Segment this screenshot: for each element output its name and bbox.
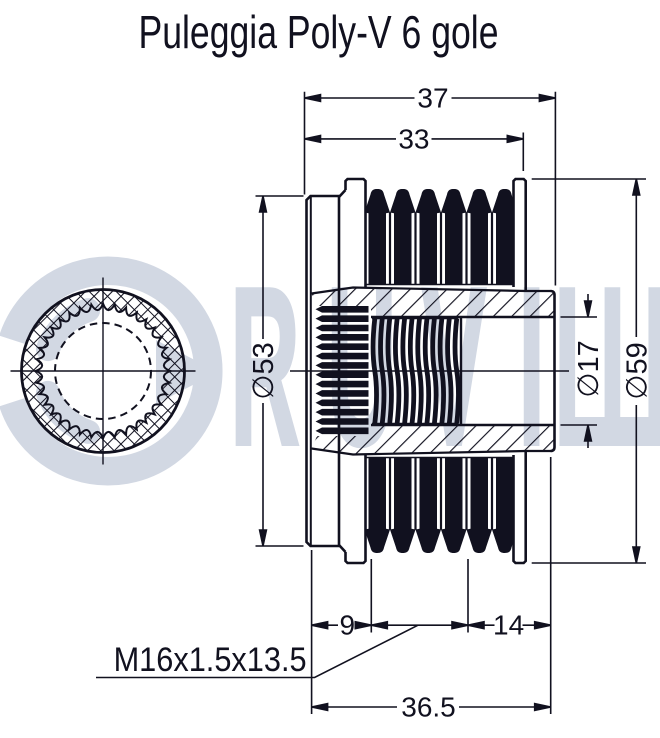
dimension-arrow [258, 529, 268, 547]
thread-crest [418, 319, 422, 424]
dimension-arrow [632, 546, 641, 564]
spline-bar [315, 362, 369, 369]
thread-envelope [372, 317, 458, 425]
dimension-arrow [354, 620, 373, 630]
dim-chain-bottom: 9 14 [310, 457, 552, 714]
hub-shoulder-top [311, 286, 551, 295]
dimension-arrow [451, 620, 469, 630]
dimension-arrow [538, 93, 557, 103]
dim-belt-width-value: 33 [398, 123, 429, 154]
bore-lines [371, 315, 555, 427]
front-view-spline-teeth [32, 300, 174, 442]
dim-spline-length-value: 9 [340, 610, 356, 641]
dimension-arrow [632, 178, 641, 196]
dimension-arrow [533, 620, 552, 630]
front-view [10, 277, 196, 465]
shoulder-slants [338, 189, 347, 553]
spline-bar [315, 390, 369, 397]
hub-hatch-top [311, 287, 555, 317]
dim-bore-diameter-value: ∅17 [573, 340, 605, 398]
hub-shoulder-bottom [311, 447, 551, 456]
dim-total-length-value: 36.5 [401, 692, 456, 723]
thread-crest [403, 319, 407, 424]
dimension-arrow [303, 134, 322, 144]
dimension-arrow [258, 195, 268, 213]
extension-lines [303, 91, 557, 286]
dimension-arrow [310, 620, 329, 630]
dimensions: 37 33 ∅53 ∅59 ∅17 [96, 83, 653, 723]
drawing-title: Puleggia Poly-V 6 gole [139, 6, 499, 58]
flange-left [344, 177, 367, 565]
spline-bar [315, 399, 369, 407]
spline-bar [315, 408, 369, 416]
spline-bar [315, 315, 369, 322]
dimension-arrow [506, 134, 525, 144]
dim-hub-diameter-value: ∅53 [248, 342, 280, 400]
dim-outer-diameter-value: ∅59 [621, 342, 653, 400]
spline-bar [315, 418, 369, 425]
front-view-dashed-circle [54, 322, 152, 420]
spline-bar [315, 324, 369, 332]
thread-crest [410, 319, 414, 424]
dim-outer-diameter: ∅59 [531, 178, 653, 564]
dim-hub-diameter: ∅53 [248, 195, 304, 547]
dim-overall-width-value: 37 [417, 83, 448, 114]
logo-swoosh [35, 380, 101, 444]
spline-bar [315, 371, 369, 379]
thread-callout-leader [96, 624, 419, 679]
thread-callout: M16x1.5x13.5 [96, 624, 419, 679]
dimension-arrow [303, 93, 322, 103]
logo-swoosh [35, 298, 101, 362]
spline-bar [315, 380, 369, 388]
dimension-arrow [533, 702, 552, 712]
spline-bar [315, 427, 369, 435]
spline-bar [315, 334, 369, 341]
dim-bore-diameter: ∅17 [560, 294, 605, 448]
dimension-arrow [467, 620, 485, 630]
section-view [290, 177, 569, 565]
dim-bore-depth-value: 14 [493, 610, 524, 641]
hub-hatch-bottom [311, 425, 555, 455]
dim-overall-width: 37 [303, 83, 557, 286]
dim-belt-section-width: 33 [303, 123, 525, 171]
dimension-arrow [370, 620, 389, 630]
extension-lines [310, 457, 552, 714]
spline-bar [315, 306, 369, 313]
front-view-centerlines [10, 277, 196, 465]
thread-spec-value: M16x1.5x13.5 [114, 641, 307, 679]
right-face [550, 289, 556, 453]
flange-right [512, 177, 527, 565]
spline-bar [315, 343, 369, 350]
dim-total-length: 36.5 [310, 692, 552, 723]
logo-swooshes [35, 298, 101, 444]
extension-lines [560, 316, 597, 426]
dimension-arrow [310, 702, 329, 712]
spline-bar [315, 352, 369, 360]
